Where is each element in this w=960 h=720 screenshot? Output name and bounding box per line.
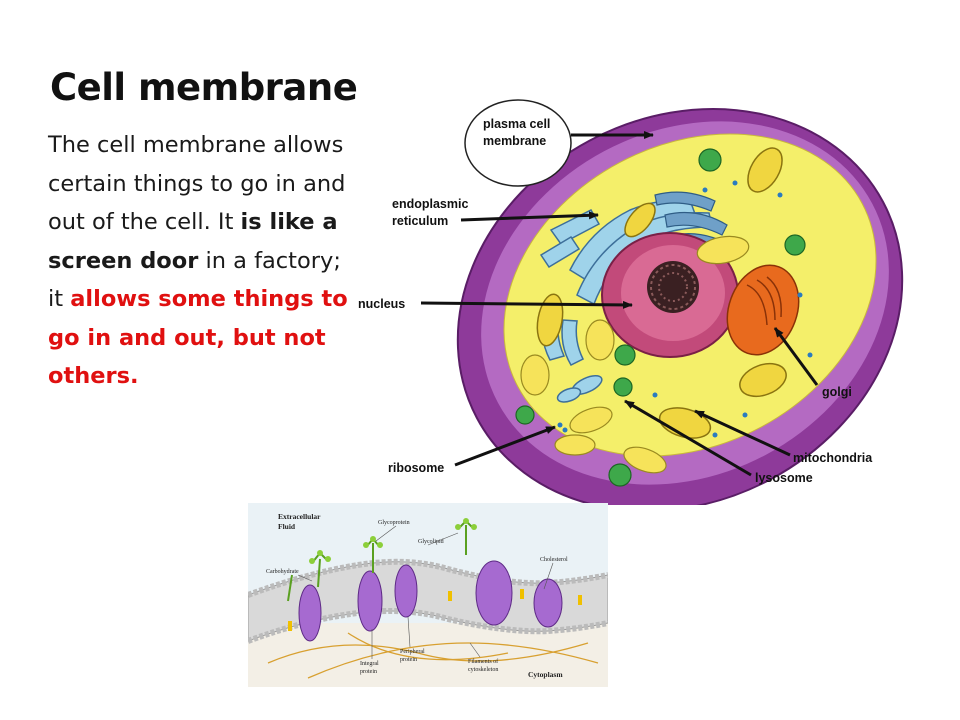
nucleus (601, 232, 739, 358)
ribosomes (557, 180, 813, 438)
callout-arrows (420, 131, 819, 477)
glycan-beads (309, 518, 477, 564)
label-integral-line1: Integral (360, 661, 379, 667)
plasma-label-bubble (464, 99, 572, 187)
label-er-line2: reticulum (392, 214, 448, 228)
slide-title: Cell membrane (50, 66, 358, 109)
label-lysosome: lysosome (755, 471, 813, 485)
label-glycoprotein: Glycoprotein (378, 520, 410, 526)
cholesterol-molecules (288, 589, 582, 631)
label-mitochondria: mitochondria (793, 451, 873, 465)
body-text: The cell membrane allows certain things … (48, 126, 358, 396)
label-nucleus: nucleus (358, 297, 405, 311)
membrane-leader-lines (297, 525, 554, 659)
label-filaments-line2: cytoskeleton (468, 667, 498, 673)
body-emphasis: is like a screen door (48, 209, 338, 274)
label-ribosome: ribosome (388, 461, 444, 475)
label-plasma-line1: plasma cell (483, 117, 550, 131)
label-peripheral-line2: protein (400, 657, 417, 663)
label-integral-line2: protein (360, 669, 377, 675)
body-intro: The cell membrane allows certain things … (48, 132, 346, 235)
label-peripheral-line1: Peripheral (400, 649, 425, 655)
label-glycolipid: Glycolipid (418, 539, 444, 545)
body-middle: in a factory; it (48, 247, 341, 313)
integral-proteins (298, 560, 563, 642)
label-er-line1: endoplasmic (392, 197, 468, 211)
label-cholesterol: Cholesterol (540, 557, 568, 563)
vesicles (520, 235, 750, 474)
label-filaments-line1: Filaments of (468, 658, 498, 665)
label-carbohydrate: Carbohydrate (266, 569, 299, 575)
label-cytoplasm: Cytoplasm (528, 670, 563, 679)
label-plasma-line2: membrane (483, 134, 546, 148)
cytoskeleton-filaments (267, 632, 599, 679)
label-extracellular-line2: Fluid (278, 522, 296, 531)
membrane-diagram: Extracellular Fluid Glycoprotein Glycoli… (248, 503, 608, 687)
label-extracellular-line1: Extracellular (278, 512, 321, 521)
label-golgi: golgi (822, 385, 852, 399)
body-highlight: allows some things to go in and out, but… (48, 286, 348, 389)
lysosomes (515, 148, 806, 487)
cell-diagram: plasma cell membrane endoplasmic reticul… (358, 99, 904, 505)
